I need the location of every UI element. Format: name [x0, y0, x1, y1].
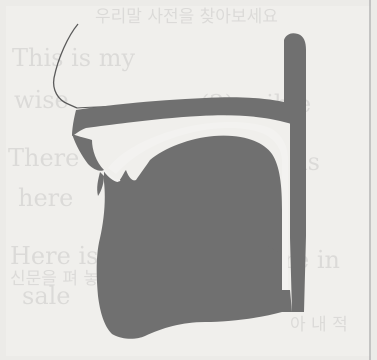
bleed-row-9: 아 내 적 — [290, 315, 348, 335]
bleed-row-1: 우리말 사전을 찾아보세요 — [95, 7, 278, 27]
bleed-row-5: here — [18, 184, 73, 212]
bleed-row-8: sale — [22, 282, 71, 310]
bleed-row-4: There — [8, 144, 79, 172]
bleed-row-2: This is my — [12, 44, 135, 72]
bleed-row-6: Here is — [10, 242, 98, 270]
